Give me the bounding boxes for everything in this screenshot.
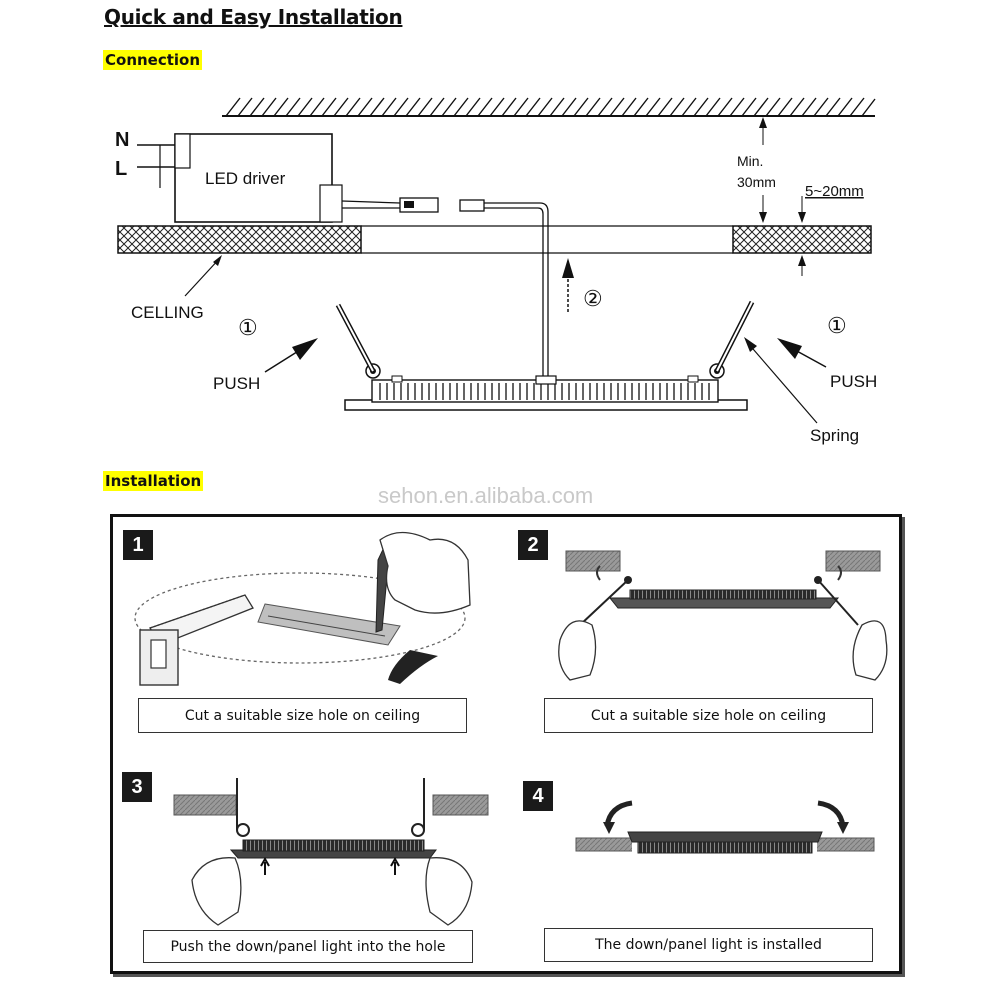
step-badge-1: 1 (123, 530, 153, 560)
push-arrow-right (777, 338, 827, 368)
step2-caption: Cut a suitable size hole on ceiling (544, 698, 873, 733)
step-badge-3: 3 (122, 772, 152, 802)
min-value: 30mm (737, 174, 776, 190)
step2-marker: ② (583, 286, 603, 311)
step3-illustration (173, 778, 489, 926)
page-title: Quick and Easy Installation (104, 5, 403, 29)
min-label: Min. (737, 153, 763, 169)
watermark: sehon.en.alibaba.com (378, 483, 594, 508)
led-driver (137, 133, 343, 223)
step-badge-4: 4 (523, 781, 553, 811)
ceiling-label: CELLING (131, 303, 204, 322)
min-dimension (759, 117, 806, 276)
spring-label: Spring (810, 426, 859, 445)
spring-pointer (744, 337, 818, 424)
section-label-installation: Installation (103, 471, 204, 491)
up-arrow (562, 258, 574, 312)
step4-caption: The down/panel light is installed (544, 928, 873, 962)
ceiling-board (117, 225, 872, 254)
step-badge-2: 2 (518, 530, 548, 560)
cable-connector (341, 197, 549, 380)
section-label-connection: Connection (103, 50, 203, 70)
step1-caption: Cut a suitable size hole on ceiling (138, 698, 467, 733)
step3-caption: Push the down/panel light into the hole (143, 930, 473, 963)
step2-illustration (558, 550, 888, 681)
upper-slab (222, 97, 876, 117)
push-label-right: PUSH (830, 372, 877, 391)
push-arrow-left (264, 338, 318, 373)
n-label: N (115, 129, 129, 151)
step1-illustration (134, 531, 471, 686)
step1-marker-right: ① (827, 313, 847, 338)
step4-illustration (575, 800, 875, 854)
range-label: 5~20mm (805, 183, 864, 200)
connection-diagram: N L LED driver ② Min. 30mm 5~20mm CELLIN… (115, 97, 877, 445)
step1-marker-left: ① (238, 315, 258, 340)
l-label: L (115, 158, 127, 180)
panel-light (335, 300, 755, 411)
push-label-left: PUSH (213, 374, 260, 393)
driver-label: LED driver (205, 169, 286, 188)
